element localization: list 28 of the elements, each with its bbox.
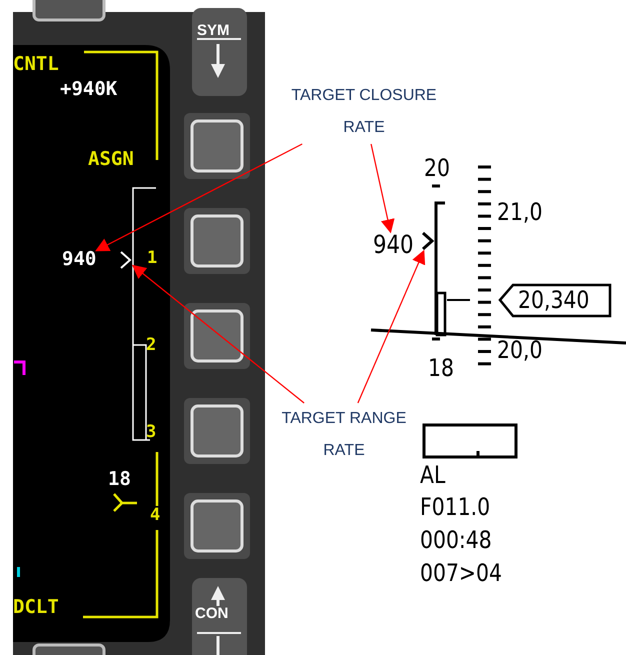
annotation-text: TARGET CLOSURE RATE (284, 80, 444, 144)
scale-number: 20,0 (497, 338, 542, 362)
status-text: 000:48 (420, 528, 492, 552)
arrow (132, 264, 304, 404)
status-text: 007>04 (420, 561, 502, 585)
caret-symbol (119, 250, 133, 270)
rate-readout: 940 (373, 232, 414, 257)
altitude-readout: 18 (108, 470, 131, 489)
arrow (95, 143, 302, 252)
menu-label: DCLT (13, 598, 59, 617)
station-number: 1 (147, 250, 158, 267)
scale-number: 18 (428, 356, 454, 380)
rate-readout: 940 (62, 250, 96, 269)
caret-symbol (421, 231, 435, 251)
status-text: F011.0 (420, 495, 490, 519)
station-number: 3 (146, 424, 156, 441)
menu-label: ASGN (88, 150, 134, 169)
value-readout: +940K (60, 80, 118, 99)
menu-label: CNTL (13, 55, 59, 74)
scale-number: 21,0 (497, 200, 542, 224)
scale-number: 20 (424, 156, 450, 180)
button-label: SYM (197, 23, 230, 38)
arrow (370, 144, 395, 234)
station-number: 4 (150, 507, 160, 524)
station-number: 2 (146, 337, 156, 354)
button-label: CON (195, 606, 228, 621)
value-readout: 20,340 (518, 288, 590, 312)
arrow (357, 250, 426, 404)
